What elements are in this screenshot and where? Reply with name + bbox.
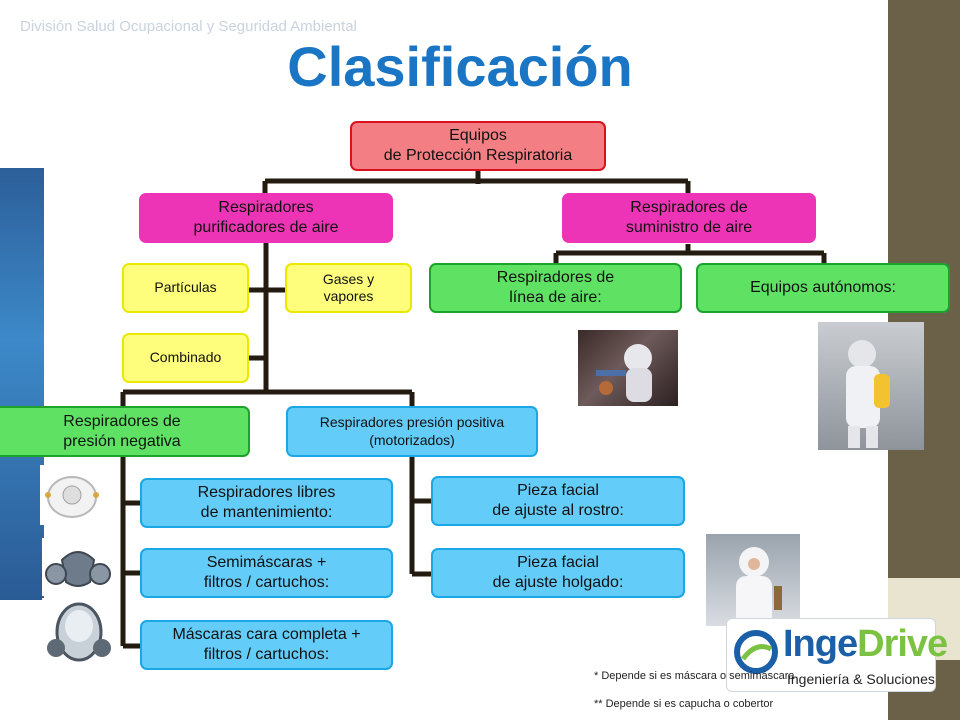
logo-tagline: Ingeniería & Soluciones xyxy=(787,671,935,687)
logo-globe-icon xyxy=(734,630,778,674)
self-contained-worker-photo xyxy=(818,322,924,450)
full-face-mask-node: Máscaras cara completa + filtros / cartu… xyxy=(140,620,393,670)
half-mask-node: Semimáscaras + filtros / cartuchos: xyxy=(140,548,393,598)
full-face-mask-photo xyxy=(42,598,116,666)
respirator-mask-icon xyxy=(45,476,99,518)
page-title: Clasificación xyxy=(287,35,633,98)
root-node: Equipos de Protección Respiratoria xyxy=(350,121,606,171)
half-mask-photo xyxy=(42,538,114,596)
page-subtitle: División Salud Ocupacional y Seguridad A… xyxy=(20,18,357,35)
full-face-mask-icon xyxy=(47,602,111,662)
supplied-air-respirators-node: Respiradores de suministro de aire xyxy=(562,193,816,243)
hood-worker-icon xyxy=(736,547,782,626)
logo-name-drive: Drive xyxy=(857,623,948,665)
disposable-respirator-photo xyxy=(40,465,104,525)
gases-vapors-node: Gases y vapores xyxy=(285,263,412,313)
purifying-respirators-node: Respiradores purificadores de aire xyxy=(139,193,393,243)
loose-fitting-worker-photo xyxy=(706,534,800,626)
air-line-respirators-node: Respiradores de línea de aire: xyxy=(429,263,682,313)
tight-fitting-facepiece-node: Pieza facial de ajuste al rostro: xyxy=(431,476,685,526)
loose-fitting-facepiece-node: Pieza facial de ajuste holgado: xyxy=(431,548,685,598)
footnote: * Depende si es máscara o semimáscara xyxy=(594,670,795,682)
company-logo: IngeDrive Ingeniería & Soluciones xyxy=(726,618,948,692)
self-contained-equipment-node: Equipos autónomos: xyxy=(696,263,950,313)
positive-pressure-node: Respiradores presión positiva (motorizad… xyxy=(286,406,538,457)
left-band xyxy=(0,168,44,600)
negative-pressure-node: Respiradores de presión negativa xyxy=(0,406,250,457)
combined-node: Combinado xyxy=(122,333,249,383)
footnote: ** Depende si es capucha o cobertor xyxy=(594,698,774,710)
half-face-respirator-icon xyxy=(45,551,111,587)
scba-worker-icon xyxy=(846,340,890,448)
air-line-worker-photo xyxy=(578,330,678,406)
logo-name-inge: Inge xyxy=(783,623,858,665)
particles-node: Partículas xyxy=(122,263,249,313)
air-line-worker-icon xyxy=(596,344,652,402)
maintenance-free-node: Respiradores libres de mantenimiento: xyxy=(140,478,393,528)
